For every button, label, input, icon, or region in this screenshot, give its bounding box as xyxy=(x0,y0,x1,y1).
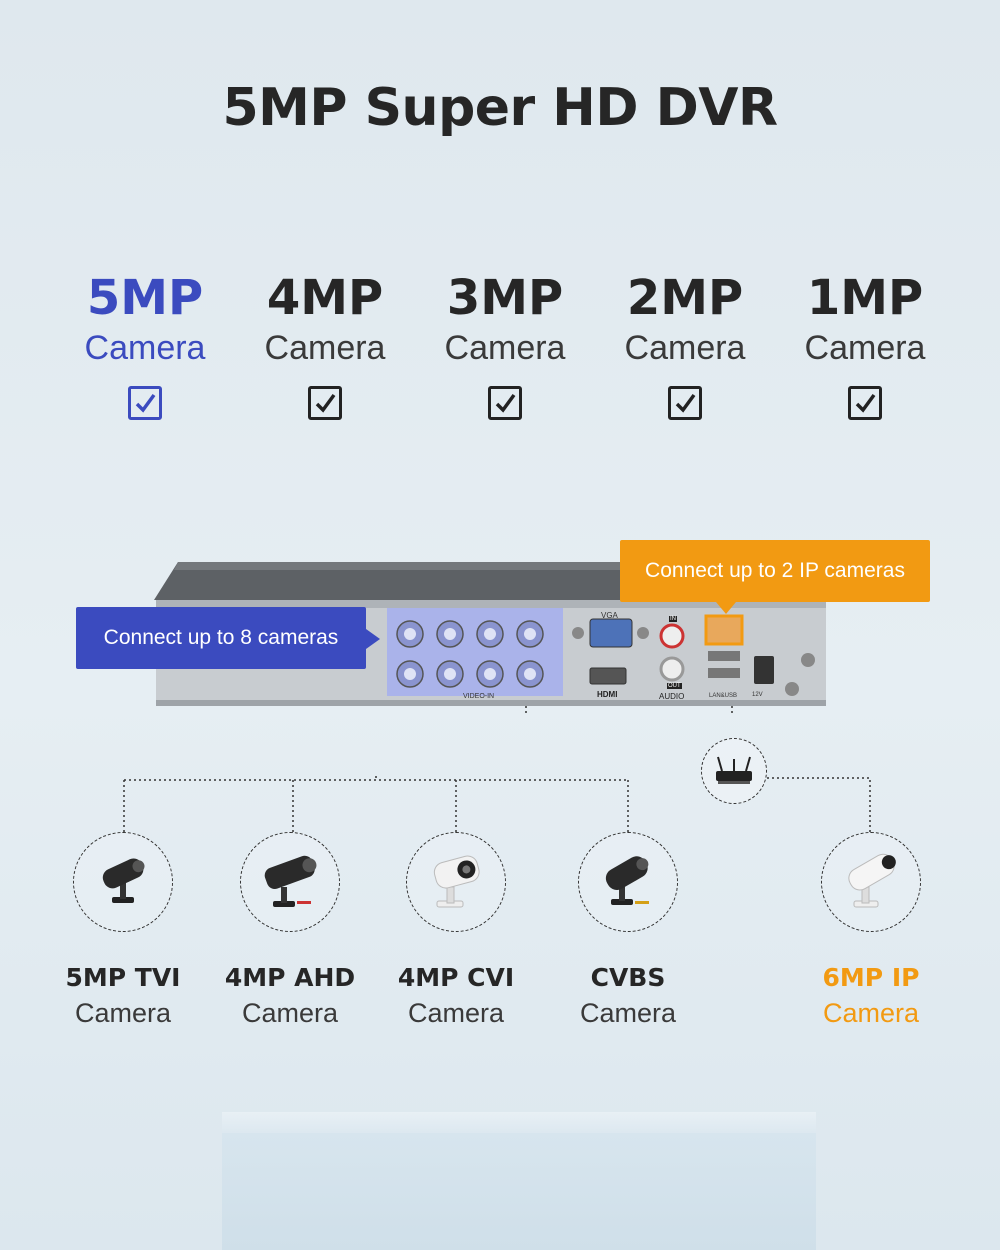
resolution-value: 1MP xyxy=(806,270,924,326)
port-label-vga: VGA xyxy=(601,611,618,620)
port-label-audio-out: OUT xyxy=(667,683,682,689)
resolution-label: Camera xyxy=(84,329,206,367)
pedestal xyxy=(222,1133,816,1250)
white-camera-icon xyxy=(406,832,506,932)
resolution-value: 2MP xyxy=(626,270,744,326)
resolution-4mp: 4MP Camera xyxy=(235,270,415,420)
camera-name: 5MP TVI xyxy=(65,963,181,992)
check-icon xyxy=(848,386,882,420)
resolution-label: Camera xyxy=(264,329,386,367)
analog-callout: Connect up to 8 cameras xyxy=(76,607,380,669)
resolution-value: 4MP xyxy=(266,270,384,326)
camera-name: 4MP AHD xyxy=(224,963,356,992)
resolution-value: 5MP xyxy=(86,270,204,326)
check-icon xyxy=(128,386,162,420)
port-label-hdmi: HDMI xyxy=(597,690,618,699)
resolution-value: 3MP xyxy=(446,270,564,326)
check-icon xyxy=(488,386,522,420)
page-title: 5MP Super HD DVR xyxy=(222,78,778,138)
resolution-2mp: 2MP Camera xyxy=(595,270,775,420)
camera-5mp-tvi: 5MP TVI Camera xyxy=(23,832,223,1030)
resolution-label: Camera xyxy=(624,329,746,367)
camera-6mp-ip: 6MP IP Camera xyxy=(771,832,971,1030)
camera-label: Camera xyxy=(407,998,505,1028)
port-label-video-in: VIDEO-IN xyxy=(463,693,495,700)
resolution-3mp: 3MP Camera xyxy=(415,270,595,420)
ip-callout: Connect up to 2 IP cameras xyxy=(620,540,930,614)
camera-label: Camera xyxy=(579,998,677,1028)
resolution-1mp: 1MP Camera xyxy=(775,270,955,420)
port-label-audio-in: IN xyxy=(669,616,677,622)
check-icon xyxy=(668,386,702,420)
resolution-label: Camera xyxy=(804,329,926,367)
camera-label: Camera xyxy=(241,998,339,1028)
bullet-camera-icon xyxy=(240,832,340,932)
camera-label: Camera xyxy=(74,998,172,1028)
resolution-5mp: 5MP Camera xyxy=(55,270,235,420)
bullet-camera-icon xyxy=(73,832,173,932)
pedestal-top xyxy=(222,1112,816,1136)
port-label-lan-usb: LAN&USB xyxy=(709,693,738,699)
camera-name: 4MP CVI xyxy=(397,963,515,992)
resolution-label: Camera xyxy=(444,329,566,367)
camera-name: CVBS xyxy=(590,963,666,992)
camera-4mp-ahd: 4MP AHD Camera xyxy=(190,832,390,1030)
camera-name: 6MP IP xyxy=(822,963,920,992)
check-icon xyxy=(308,386,342,420)
white-ip-camera-icon xyxy=(821,832,921,932)
camera-label: Camera xyxy=(822,998,920,1028)
camera-cvbs: CVBS Camera xyxy=(528,832,728,1030)
port-label-audio: AUDIO xyxy=(659,692,685,701)
bullet-camera-icon xyxy=(578,832,678,932)
camera-4mp-cvi: 4MP CVI Camera xyxy=(356,832,556,1030)
router-icon xyxy=(701,738,767,804)
port-label-power: 12V xyxy=(752,692,763,698)
